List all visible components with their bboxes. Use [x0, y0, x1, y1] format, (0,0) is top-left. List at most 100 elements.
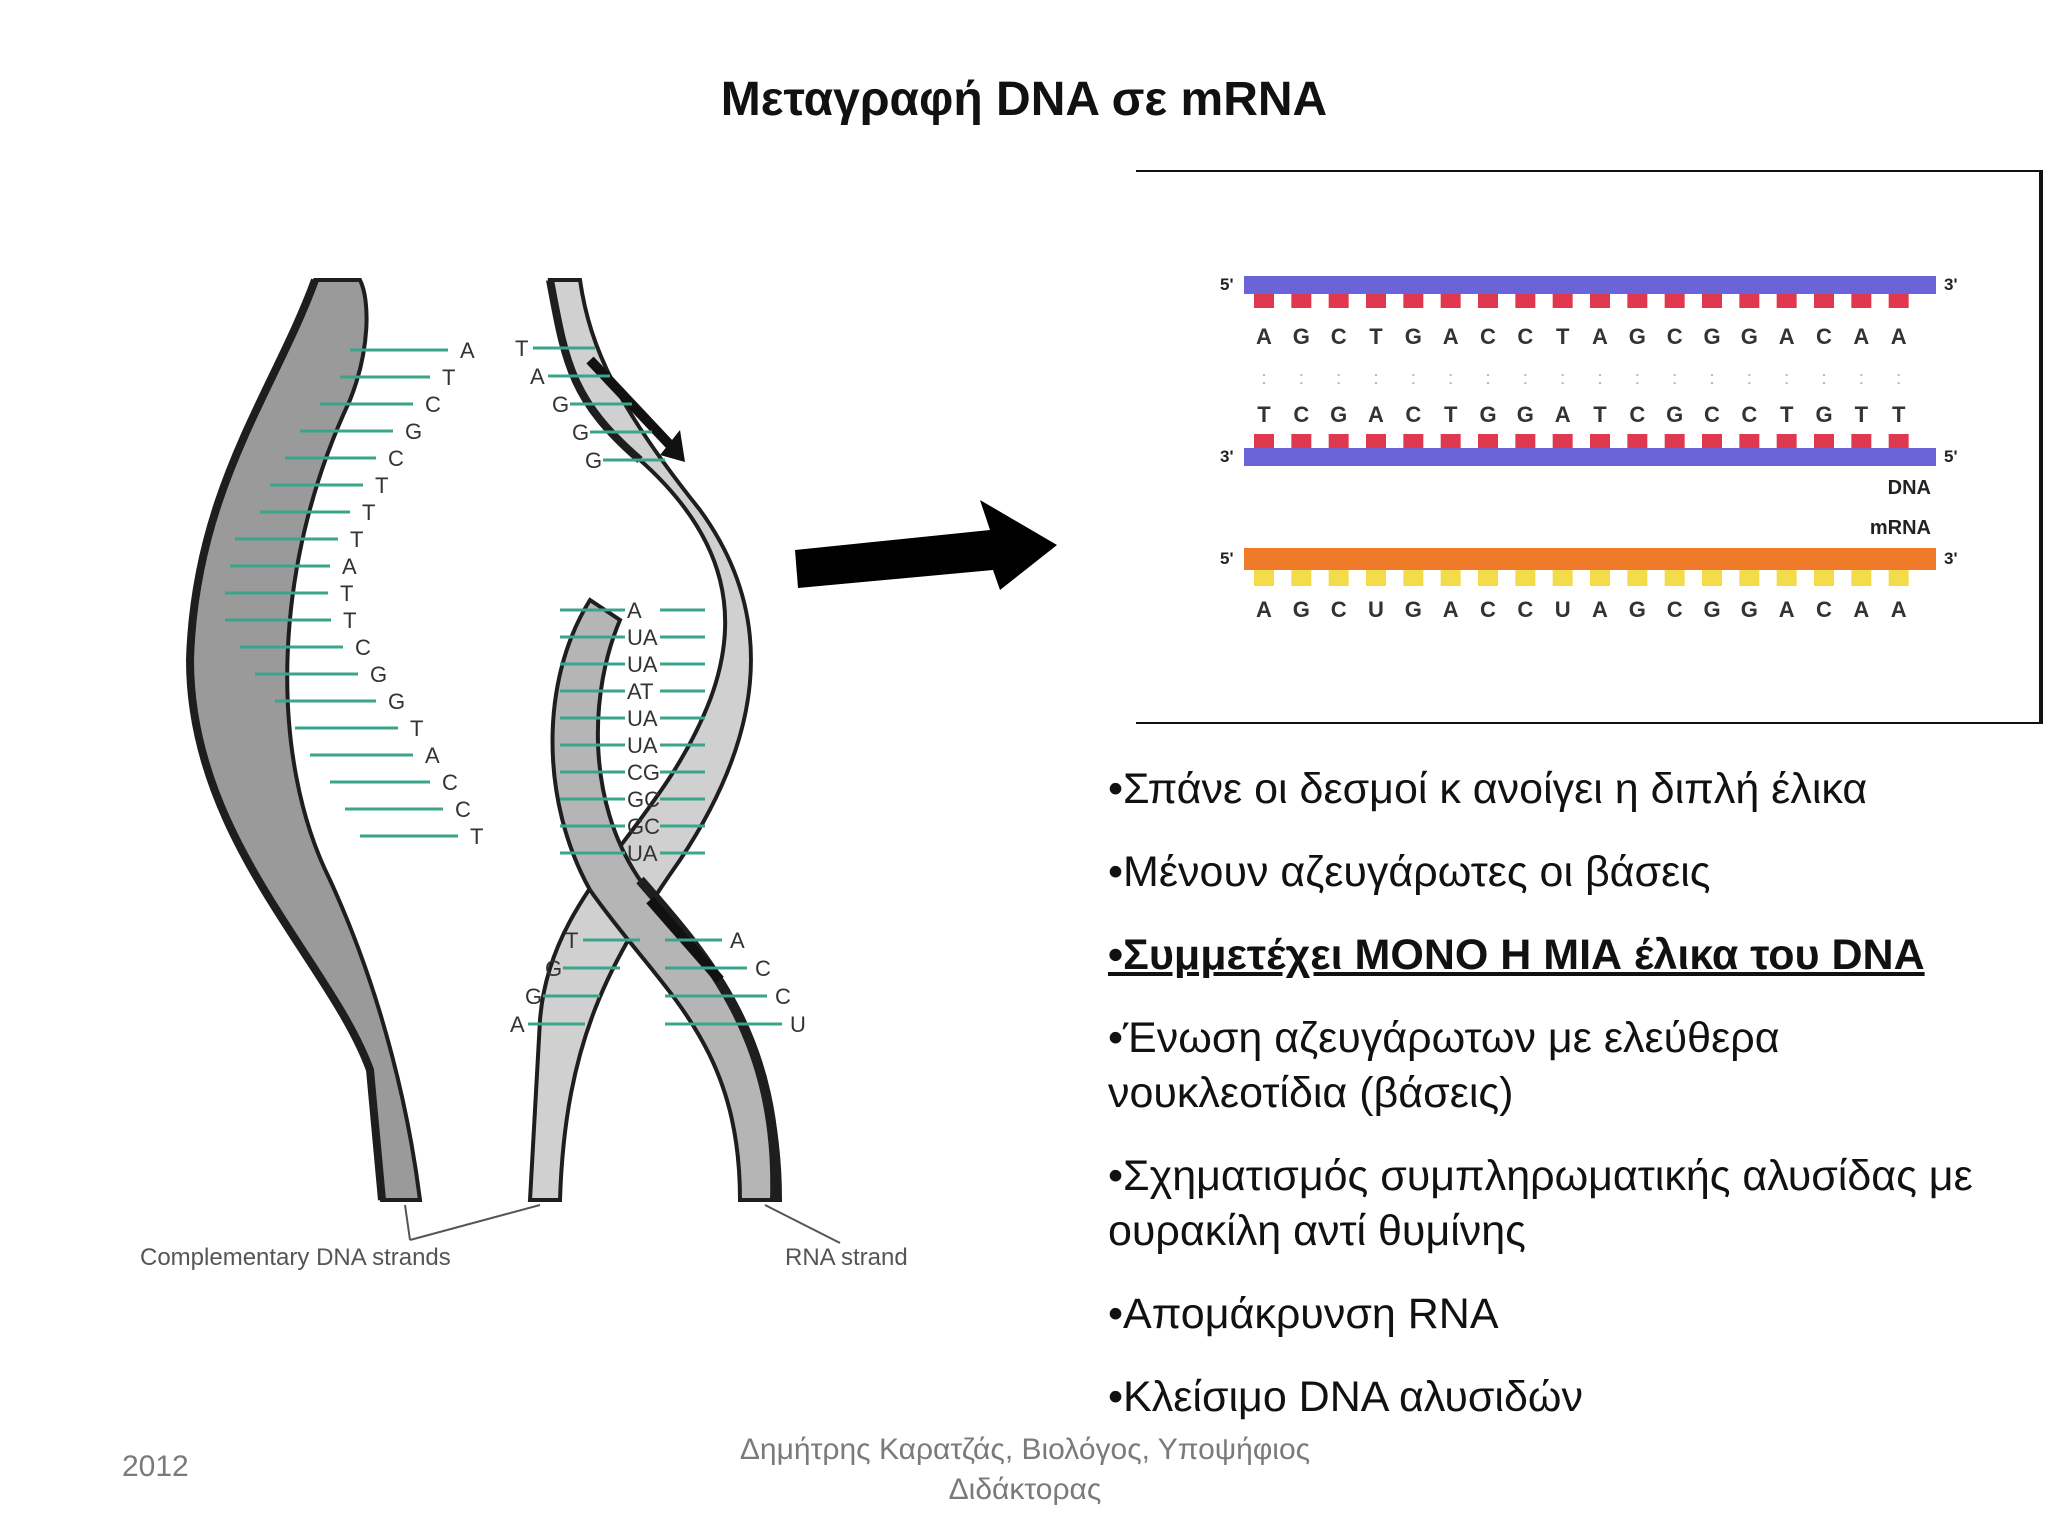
middle-bottom-base-label: G — [525, 984, 542, 1009]
dna-top-base-label: A — [1891, 324, 1907, 349]
hydrogen-bond-mark: : — [1821, 368, 1826, 388]
dna-bottom-base-label: T — [1780, 402, 1794, 427]
rna-pair-label: A — [627, 598, 642, 623]
hydrogen-bond-mark: : — [1672, 368, 1677, 388]
dna-bottom-base-label: T — [1593, 402, 1607, 427]
dna-bottom-base-label: A — [1368, 402, 1384, 427]
mrna-base-label: C — [1816, 597, 1832, 622]
dna-bottom-base-block — [1739, 434, 1760, 448]
left-base-label: A — [425, 743, 440, 768]
left-base-label: C — [388, 446, 404, 471]
rna-pair-label: GC — [627, 814, 660, 839]
hydrogen-bond-mark: : — [1635, 368, 1640, 388]
dna-bottom-base-block — [1552, 434, 1573, 448]
transcription-helix-diagram: ATCGCTTTATTCGGTACCTTAGGGAUAUAATUAUACGGCG… — [140, 278, 908, 1271]
dna-top-base-block — [1515, 294, 1536, 308]
dna-bottom-base-label: G — [1479, 402, 1496, 427]
left-base-label: G — [370, 662, 387, 687]
mrna-base-block — [1664, 570, 1685, 586]
dna-bottom-base-block — [1664, 434, 1685, 448]
rna-strand — [550, 597, 783, 1202]
dna-bottom-base-label: T — [1855, 402, 1869, 427]
sequence-diagram: 5'3'A:G:C:T:G:A:C:C:T:A:G:C:G:G:A:C:A:A:… — [1220, 275, 1958, 622]
hydrogen-bond-mark: : — [1336, 368, 1341, 388]
mrna-base-label: U — [1555, 597, 1571, 622]
bullet-item: •Απομάκρυνση RNA — [1108, 1290, 1499, 1338]
hydrogen-bond-mark: : — [1747, 368, 1752, 388]
dna-top-base-block — [1328, 294, 1349, 308]
dna-bottom-base-label: C — [1741, 402, 1757, 427]
dna-top-base-label: G — [1703, 324, 1720, 349]
dna-bottom-base-block — [1254, 434, 1274, 448]
dna-bottom-base-block — [1291, 434, 1312, 448]
rna-bottom-base-label: C — [775, 984, 791, 1009]
mrna-base-block — [1515, 570, 1536, 586]
dna-bottom-base-block — [1515, 434, 1536, 448]
leader-line — [404, 1204, 411, 1241]
leader-line — [409, 1204, 541, 1241]
dna-top-base-block — [1627, 294, 1648, 308]
dna-bottom-base-block — [1851, 434, 1872, 448]
dna-top-end-left: 5' — [1220, 275, 1234, 294]
mrna-base-block — [1328, 570, 1349, 586]
bullet-item-emphasis: •Συμμετέχει ΜΟΝΟ Η ΜΙΑ έλικα του DNA — [1108, 931, 1925, 979]
label-rna-strand: RNA strand — [785, 1244, 908, 1271]
footer-year: 2012 — [122, 1450, 189, 1483]
dna-top-backbone — [1244, 276, 1936, 294]
dna-top-base-block — [1403, 294, 1424, 308]
dna-bottom-base-block — [1403, 434, 1424, 448]
label-dna: DNA — [1888, 477, 1931, 499]
rna-bottom-base-label: C — [755, 956, 771, 981]
bullet-list: •Σπάνε οι δεσμοί κ ανοίγει η διπλή έλικα… — [1108, 762, 1988, 1453]
left-dna-strand-edge — [185, 278, 386, 1201]
dna-bottom-base-block — [1776, 434, 1797, 448]
mrna-base-block — [1702, 570, 1722, 586]
bullet-item: •Σπάνε οι δεσμοί κ ανοίγει η διπλή έλικα — [1108, 765, 1868, 813]
dna-bottom-end-left: 3' — [1220, 447, 1234, 466]
dna-top-base-label: A — [1779, 324, 1795, 349]
mrna-base-label: C — [1667, 597, 1683, 622]
dna-top-base-label: C — [1517, 324, 1533, 349]
rna-strand-edge — [636, 876, 781, 1201]
middle-bottom-base-label: G — [545, 956, 562, 981]
mrna-base-block — [1776, 570, 1797, 586]
mrna-base-block — [1552, 570, 1573, 586]
hydrogen-bond-mark: : — [1896, 368, 1901, 388]
dna-top-base-block — [1366, 294, 1386, 308]
arrow-shape — [795, 500, 1057, 590]
dna-top-base-label: G — [1293, 324, 1310, 349]
dna-bottom-base-block — [1627, 434, 1648, 448]
hydrogen-bond-mark: : — [1261, 368, 1266, 388]
mrna-base-label: G — [1405, 597, 1422, 622]
mrna-end-right: 3' — [1944, 549, 1958, 568]
dna-bottom-base-block — [1814, 434, 1834, 448]
hydrogen-bond-mark: : — [1523, 368, 1528, 388]
mrna-base-block — [1739, 570, 1760, 586]
dna-top-base-label: C — [1667, 324, 1683, 349]
mrna-base-block — [1366, 570, 1386, 586]
mrna-base-block — [1291, 570, 1312, 586]
bullet-item: •Κλείσιμο DNA αλυσιδών — [1108, 1373, 1583, 1421]
left-base-label: T — [410, 716, 423, 741]
dna-top-base-label: T — [1369, 324, 1383, 349]
hydrogen-bond-mark: : — [1709, 368, 1714, 388]
dna-bottom-base-label: G — [1666, 402, 1683, 427]
mrna-base-label: G — [1293, 597, 1310, 622]
mrna-base-block — [1851, 570, 1872, 586]
mrna-base-label: A — [1891, 597, 1907, 622]
hydrogen-bond-mark: : — [1597, 368, 1602, 388]
mrna-base-block — [1814, 570, 1834, 586]
left-base-label: T — [340, 581, 353, 606]
mrna-base-label: G — [1741, 597, 1758, 622]
hydrogen-bond-mark: : — [1299, 368, 1304, 388]
dna-bottom-base-label: C — [1629, 402, 1645, 427]
dna-top-end-right: 3' — [1944, 275, 1958, 294]
middle-bottom-base-label: A — [510, 1012, 525, 1037]
mrna-base-label: A — [1256, 597, 1272, 622]
dna-top-base-block — [1814, 294, 1834, 308]
middle-dna-strand — [527, 278, 753, 1202]
mrna-base-label: A — [1592, 597, 1608, 622]
hydrogen-bond-mark: : — [1859, 368, 1864, 388]
dna-top-base-label: A — [1853, 324, 1869, 349]
rna-pair-label: UA — [627, 625, 658, 650]
